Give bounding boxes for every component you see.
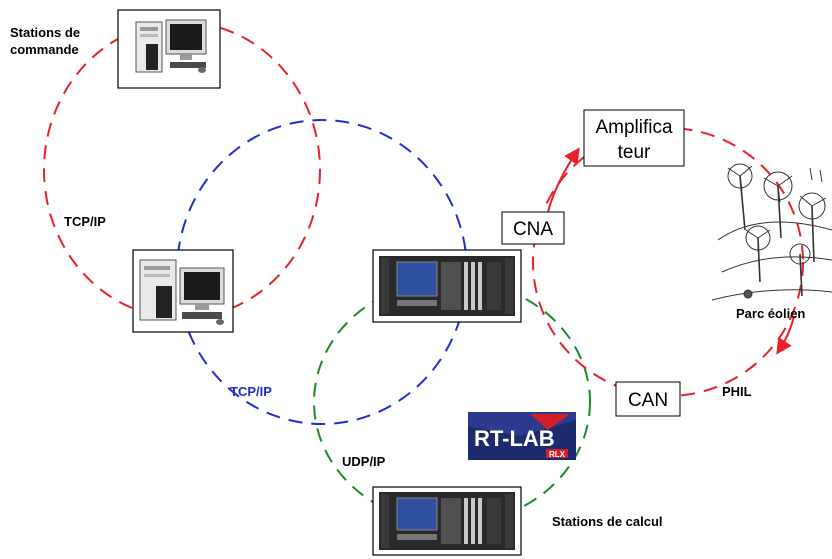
- dac-box: CNA: [501, 211, 565, 245]
- wind-farm-sketch: [711, 163, 832, 301]
- rack-simulator-icon: [379, 256, 515, 316]
- control-station-computer-top: [117, 9, 221, 89]
- udpip-ring: [313, 279, 591, 525]
- compute-stations-label: Stations de calcul: [552, 514, 663, 529]
- amplifier-box: Amplifica teur: [583, 109, 685, 167]
- adc-box: CAN: [615, 381, 681, 417]
- arrow-to-amplifier: [547, 147, 580, 213]
- arrow-from-wind-farm: [776, 315, 795, 355]
- desktop-computer-icon: [139, 259, 225, 325]
- amplifier-label-line1: Amplifica: [595, 117, 673, 138]
- udpip-label: UDP/IP: [342, 454, 386, 469]
- rt-lab-logo-text: RT-LAB: [474, 426, 555, 451]
- simulator-rack-bottom: [372, 486, 522, 556]
- adc-label: CAN: [628, 390, 668, 411]
- phil-label: PHIL: [722, 384, 752, 399]
- control-stations-label-line1: Stations de: [10, 25, 80, 40]
- simulator-rack-top: [372, 249, 522, 323]
- rt-lab-logo-sub: RLX: [549, 450, 566, 459]
- control-stations-label-line2: commande: [10, 42, 79, 57]
- control-station-computer-middle: [132, 249, 234, 333]
- desktop-computer-icon: [135, 19, 207, 73]
- phil-ring: [532, 127, 804, 397]
- tcpip-blue-label: TCP/IP: [230, 384, 272, 399]
- dac-label: CNA: [513, 219, 553, 240]
- amplifier-label-line2: teur: [618, 142, 651, 163]
- tcpip-red-label: TCP/IP: [64, 214, 106, 229]
- wind-farm-label: Parc éolien: [736, 306, 805, 321]
- rt-lab-logo: RT-LAB RLX: [468, 412, 576, 460]
- rack-simulator-icon: [379, 492, 515, 550]
